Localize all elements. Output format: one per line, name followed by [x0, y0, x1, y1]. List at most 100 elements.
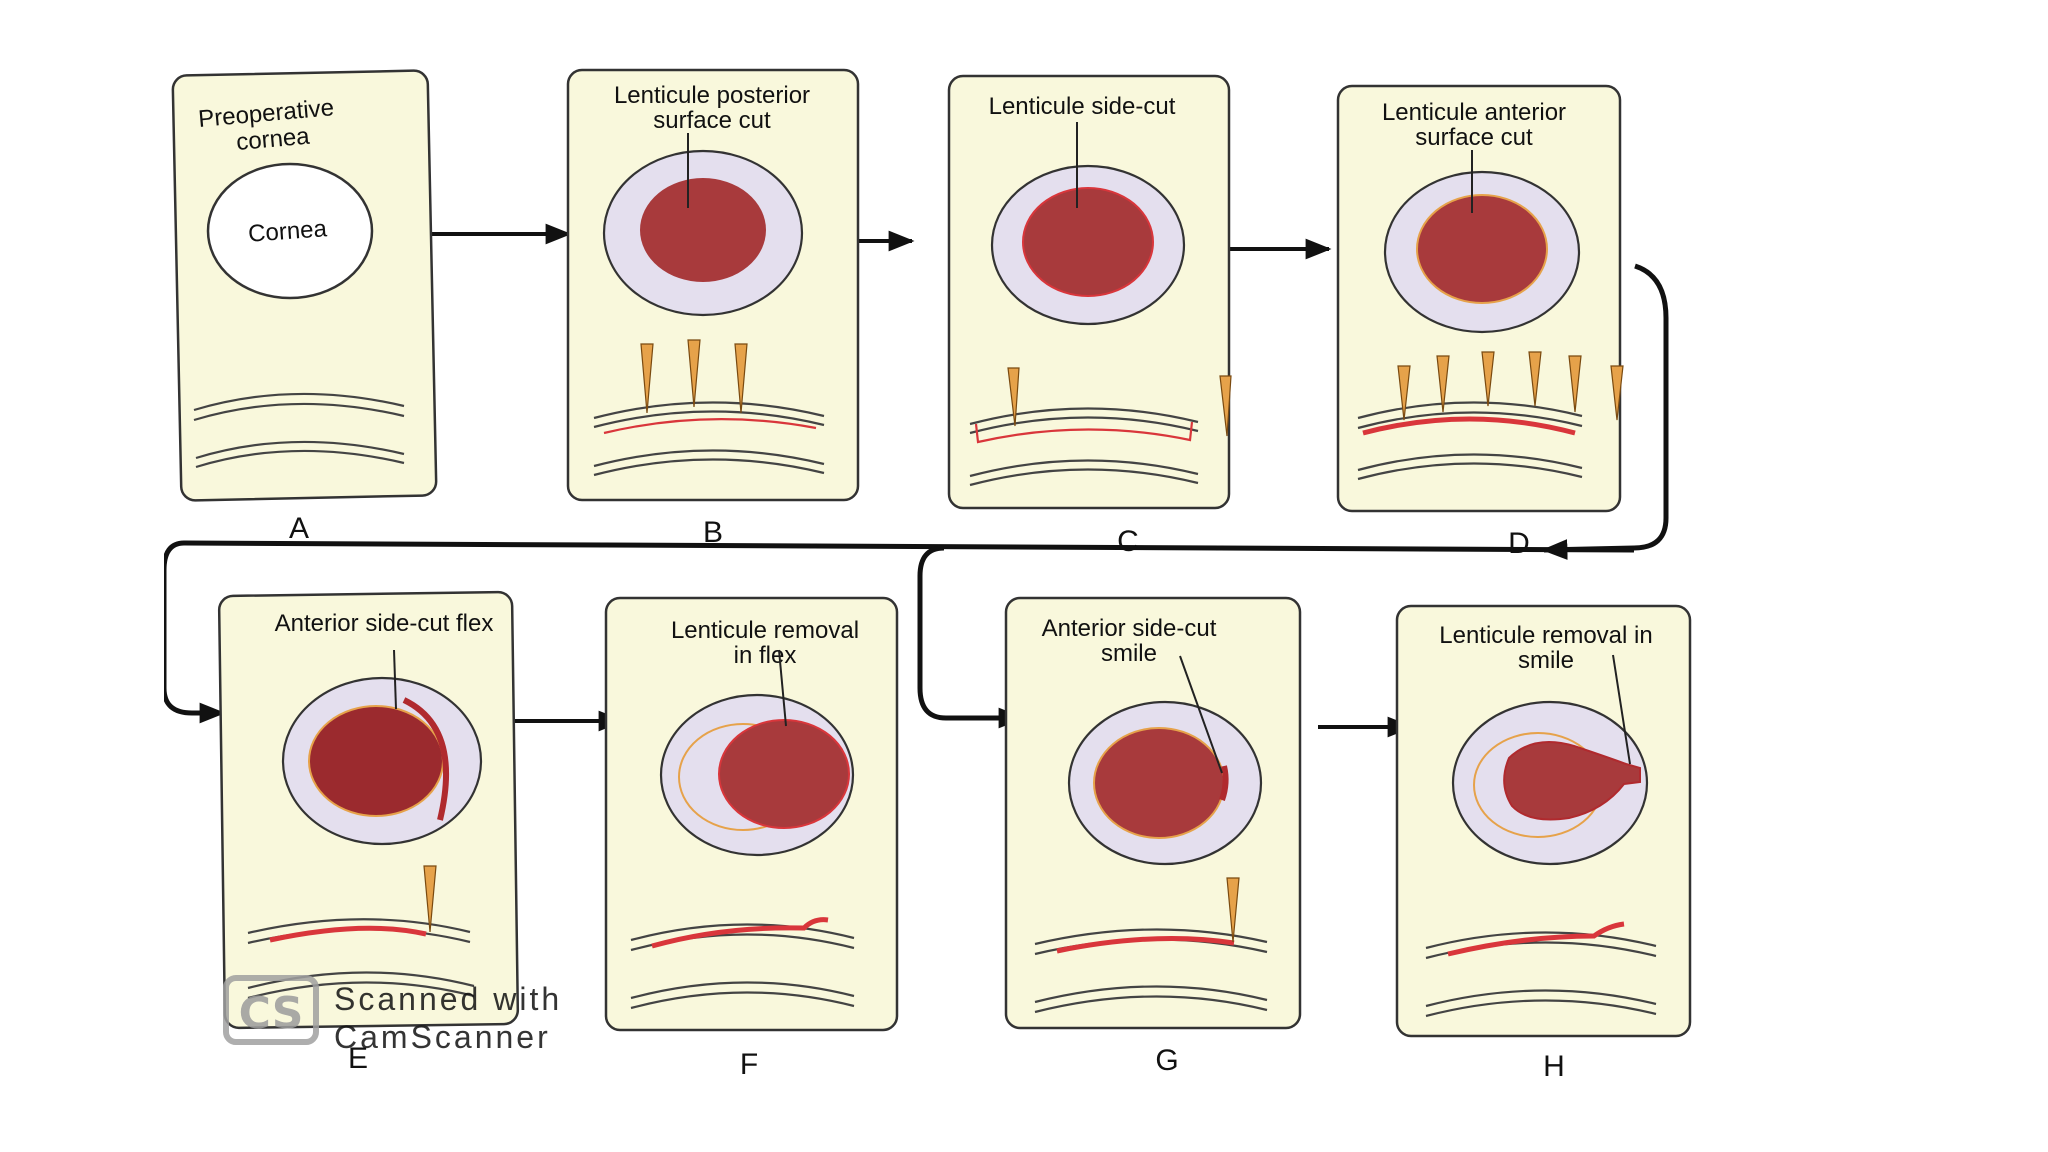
panel-c: Lenticule side-cut C [947, 74, 1232, 558]
lenticule-disc [1093, 727, 1225, 839]
smile-procedure-diagram: Preoperative cornea Cornea A Lenticule p… [164, 68, 1692, 1078]
profile-bottom-outer [247, 971, 475, 990]
pointer-line [393, 649, 397, 710]
cornea-profile-top-outer [193, 392, 405, 412]
panel-h-title-line2: smile [1518, 647, 1574, 674]
profile-top-outer [1034, 928, 1268, 946]
cornea-profile-bottom-outer [195, 440, 405, 460]
lenticule-disc [1022, 187, 1154, 297]
pointer-line [778, 649, 787, 727]
profile-top-outer [1357, 401, 1583, 420]
panel-a-title-line2: cornea [235, 123, 311, 156]
panel-g-title-line2: smile [1101, 640, 1157, 667]
lenticule-disc [640, 178, 766, 282]
arrow-to-g [917, 545, 1025, 729]
lenticule-extracted [1503, 741, 1641, 821]
profile-top-outer [593, 401, 825, 420]
flow-arrows [164, 223, 1669, 738]
camscanner-logo-icon [223, 975, 319, 1045]
panel-c-title: Lenticule side-cut [989, 93, 1176, 120]
watermark-line1: Scanned with [334, 981, 562, 1017]
profile-bottom-outer [1357, 453, 1583, 472]
pointer-line [1612, 654, 1631, 765]
profile-bottom-inner [1425, 999, 1657, 1018]
panel-b-letter: B [703, 516, 723, 549]
panel-c-letter: C [1117, 525, 1139, 558]
pointer-line [1179, 655, 1223, 774]
panel-f-letter: F [740, 1048, 758, 1078]
posterior-cut-line [603, 418, 817, 435]
laser-cone-4 [1528, 351, 1542, 407]
arrow-to-e [164, 540, 1635, 724]
lenticule-removed-band [651, 917, 829, 949]
panel-e-title: Anterior side-cut flex [275, 610, 494, 637]
cornea-circle-label: Cornea [247, 215, 328, 247]
lenticule-disc [308, 705, 444, 817]
smile-side-cut [1219, 765, 1229, 801]
scanned-page: Preoperative cornea Cornea A Lenticule p… [164, 58, 1718, 1078]
laser-cone [423, 865, 437, 933]
panel-e-letter: E [348, 1042, 368, 1075]
profile-bottom-inner [1357, 462, 1583, 481]
lenticule-disc [1416, 194, 1548, 304]
camscanner-watermark: CS Scanned with CamScanner [223, 975, 562, 1055]
cornea-circle [206, 162, 374, 300]
laser-cone-6 [1610, 365, 1624, 421]
profile-bottom-inner [969, 468, 1199, 487]
profile-top-outer [247, 918, 471, 935]
profile-top-inner [1357, 411, 1583, 430]
panel-g-title-line1: Anterior side-cut [1042, 615, 1217, 642]
lenticule-disc [718, 719, 850, 829]
panel-d: Lenticule anterior surface cut D [1336, 84, 1624, 560]
camscanner-logo-text: CS [239, 988, 304, 1039]
panel-a-letter: A [289, 512, 309, 545]
panel-d-title-line2: surface cut [1415, 124, 1533, 151]
arrow-d-to-g-wrap [1541, 263, 1669, 560]
profile-bottom-inner [1034, 995, 1268, 1014]
flex-side-cut-arc [402, 697, 449, 821]
panel-d-title-line1: Lenticule anterior [1382, 99, 1566, 126]
profile-bottom-outer [1425, 989, 1657, 1008]
laser-cone-1 [1397, 365, 1411, 421]
profile-bottom-outer [1034, 985, 1268, 1004]
laser-cone-2 [687, 339, 701, 408]
laser-cone-3 [1481, 351, 1495, 407]
panel-b: Lenticule posterior surface cut B [566, 68, 860, 549]
panel-a: Preoperative cornea Cornea A [171, 69, 438, 545]
laser-cone-2 [1436, 355, 1450, 413]
panel-b-title-line2: surface cut [653, 107, 771, 134]
lenticule-cut-band [1056, 936, 1235, 954]
profile-top-outer [969, 407, 1199, 426]
anterior-cut-band [1362, 416, 1576, 436]
profile-bottom-outer [593, 449, 825, 468]
side-cut-line [974, 421, 1194, 444]
profile-top-outer [630, 923, 855, 942]
panel-d-letter: D [1508, 527, 1530, 560]
laser-cone-1 [640, 343, 654, 414]
laser-cone-2 [1219, 375, 1232, 437]
watermark-line2: CamScanner [334, 1019, 551, 1055]
lenticule-removed-band [1447, 921, 1625, 957]
panel-f: Lenticule removal in flex F [604, 596, 899, 1078]
profile-top-inner [969, 416, 1199, 435]
laser-cone-1 [1007, 367, 1020, 427]
panel-g: Anterior side-cut smile G [1004, 596, 1302, 1077]
panel-f-title-line2: in flex [734, 642, 797, 669]
profile-bottom-outer [630, 981, 855, 1000]
cornea-profile-bottom-inner [195, 449, 405, 469]
profile-bottom-outer [969, 459, 1199, 478]
panel-h-letter: H [1543, 1050, 1565, 1078]
panel-b-title-line1: Lenticule posterior [614, 82, 810, 109]
profile-bottom-inner [593, 458, 825, 477]
profile-top-outer [1425, 931, 1657, 950]
panel-e: Anterior side-cut flex E [217, 590, 520, 1075]
panel-f-title-line1: Lenticule removal [671, 617, 859, 644]
laser-cone [1226, 877, 1240, 943]
cornea-profile-top-inner [193, 402, 405, 422]
profile-top-inner [593, 410, 825, 429]
profile-bottom-inner [247, 981, 475, 1000]
lenticule-cut-band [269, 925, 427, 943]
laser-cone-5 [1568, 355, 1582, 413]
panel-g-letter: G [1155, 1044, 1178, 1077]
panel-h: Lenticule removal in smile H [1395, 604, 1692, 1078]
